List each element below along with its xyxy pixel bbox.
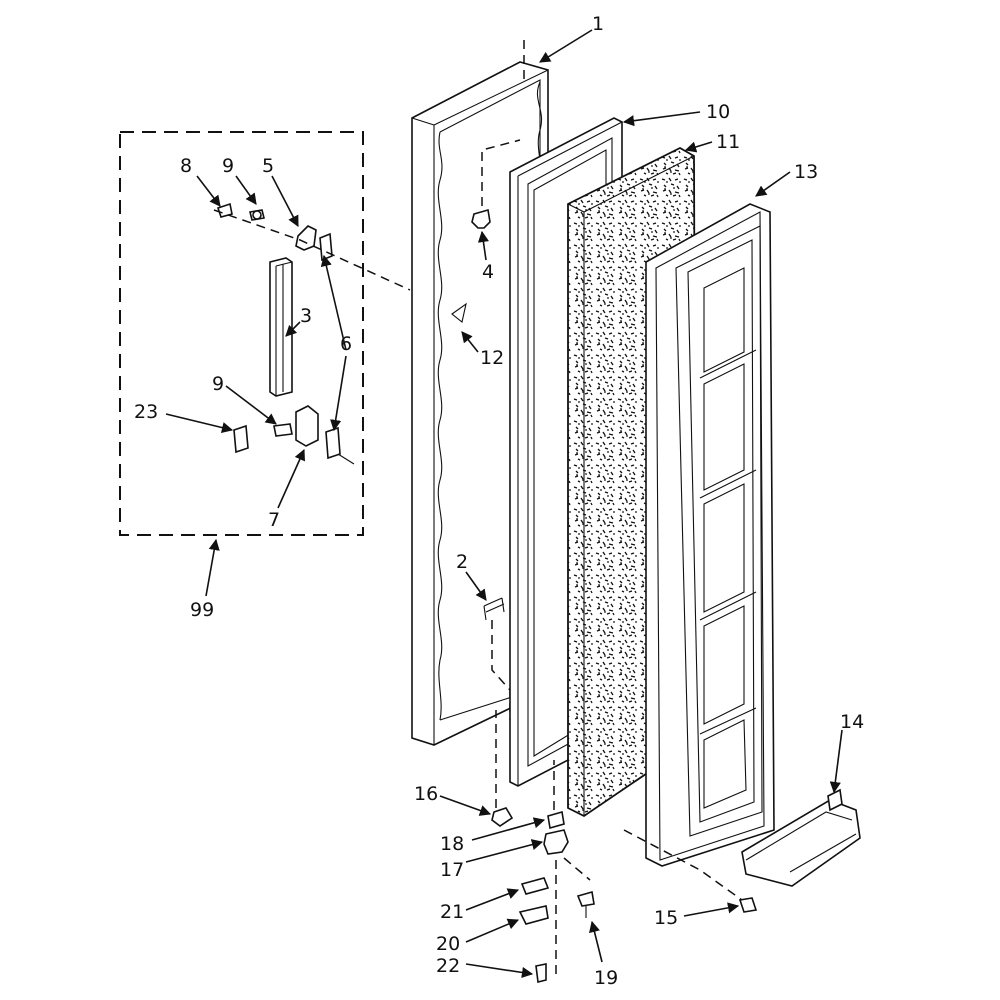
callout-18: 18 bbox=[440, 833, 464, 855]
callout-9-lower: 9 bbox=[212, 373, 224, 395]
callout-2: 2 bbox=[456, 551, 468, 573]
callout-16: 16 bbox=[414, 783, 438, 805]
lower-kit-parts bbox=[233, 405, 355, 465]
inner-door-liner-part bbox=[645, 203, 775, 867]
callout-1: 1 bbox=[592, 13, 604, 35]
kit-dashed-box bbox=[119, 131, 364, 536]
callout-5: 5 bbox=[262, 155, 274, 177]
callout-8: 8 bbox=[180, 155, 192, 177]
callout-17: 17 bbox=[440, 859, 464, 881]
callout-22: 22 bbox=[436, 955, 460, 977]
bottom-hardware-parts bbox=[491, 710, 758, 983]
callout-19: 19 bbox=[594, 967, 618, 989]
door-bin-part bbox=[741, 788, 861, 887]
callout-13: 13 bbox=[794, 161, 818, 183]
callout-14: 14 bbox=[840, 711, 864, 733]
callout-11: 11 bbox=[716, 131, 740, 153]
handle-bar-part bbox=[269, 257, 293, 397]
callout-20: 20 bbox=[436, 933, 460, 955]
plug-part bbox=[471, 139, 521, 229]
callout-4: 4 bbox=[482, 261, 494, 283]
callout-3: 3 bbox=[300, 305, 312, 327]
callout-6: 6 bbox=[340, 333, 352, 355]
upper-kit-parts bbox=[213, 202, 411, 291]
callout-9-upper: 9 bbox=[222, 155, 234, 177]
callout-15: 15 bbox=[654, 907, 678, 929]
callout-labels: 1 10 11 13 4 12 2 8 9 5 3 6 9 23 7 99 14… bbox=[134, 13, 864, 989]
callout-21: 21 bbox=[440, 901, 464, 923]
callout-99: 99 bbox=[190, 599, 214, 621]
small-clip-part bbox=[451, 302, 467, 323]
callout-leaders bbox=[165, 29, 843, 979]
callout-10: 10 bbox=[706, 101, 730, 123]
callout-12: 12 bbox=[480, 347, 504, 369]
callout-23: 23 bbox=[134, 401, 158, 423]
callout-7: 7 bbox=[268, 509, 280, 531]
